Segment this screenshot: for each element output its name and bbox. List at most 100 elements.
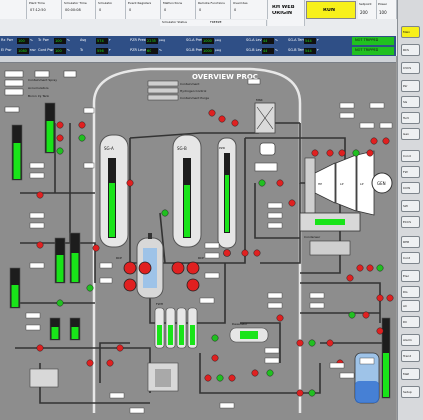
valve-icon-30[interactable]	[362, 311, 370, 319]
valve-icon-32[interactable]	[241, 249, 249, 257]
valve-icon-10[interactable]	[106, 359, 114, 367]
valve-icon-27[interactable]	[376, 294, 384, 302]
param-value-box: 2235	[146, 38, 158, 44]
valve-icon-9[interactable]	[86, 359, 94, 367]
valve-icon-6[interactable]	[36, 241, 44, 249]
nav-button-dc[interactable]: DC	[401, 316, 420, 328]
param-value-box: 544	[304, 38, 316, 44]
valve-icon-8[interactable]	[36, 344, 44, 352]
nav-button-gen[interactable]: Gen	[401, 128, 420, 140]
valve-icon-16[interactable]	[311, 149, 319, 157]
nav-button-pzr[interactable]: Pzr	[401, 80, 420, 92]
status-line	[0, 56, 396, 63]
valve-icon-34[interactable]	[211, 334, 219, 342]
rcp-b-icon[interactable]	[138, 261, 152, 275]
valve-icon-43[interactable]	[308, 339, 316, 347]
valve-icon-51[interactable]	[86, 284, 94, 292]
header-col-value: 00:00:08	[65, 8, 81, 12]
nav-button-turb[interactable]: Turb	[401, 112, 420, 124]
param-value-box: 100	[17, 38, 29, 44]
valve-icon-12[interactable]	[218, 115, 226, 123]
nav-button-trend[interactable]: Trend	[401, 350, 420, 362]
valve-icon-14[interactable]	[276, 179, 284, 187]
valve-icon-40[interactable]	[266, 369, 274, 377]
nav-button-sw[interactable]: SW	[401, 200, 420, 212]
valve-icon-7[interactable]	[56, 299, 64, 307]
rcp-e-icon[interactable]	[123, 278, 137, 292]
valve-icon-23[interactable]	[356, 264, 364, 272]
valve-icon-49[interactable]	[231, 119, 239, 127]
nav-button-cont[interactable]: Cont	[401, 252, 420, 264]
valve-icon-44[interactable]	[326, 339, 334, 347]
center-cell: Setpoint 200	[358, 0, 377, 19]
nav-button-alarm[interactable]: Alarm	[401, 334, 420, 346]
valve-icon-37[interactable]	[216, 374, 224, 382]
param-value-box: 556	[96, 48, 108, 54]
nav-button-label: Elec	[403, 274, 410, 278]
valve-icon-31[interactable]	[376, 327, 384, 335]
valve-icon-48[interactable]	[126, 179, 134, 187]
valve-icon-18[interactable]	[338, 149, 346, 157]
nav-button-malf[interactable]: Malf	[401, 368, 420, 380]
valve-icon-20[interactable]	[366, 149, 374, 157]
valve-icon-2[interactable]	[56, 147, 64, 155]
valve-icon-22[interactable]	[382, 137, 390, 145]
nav-button-fw[interactable]: FW	[401, 166, 420, 178]
nav-button-dg[interactable]: DG	[401, 286, 420, 298]
nav-button-ac[interactable]: AC	[401, 300, 420, 312]
nav-button-eccs[interactable]: ECCS	[401, 216, 420, 228]
rcp-a-icon[interactable]	[123, 261, 137, 275]
param-value-box: 544	[304, 48, 316, 54]
nav-button-main[interactable]: Main	[401, 26, 420, 38]
valve-icon-15[interactable]	[288, 199, 296, 207]
valve-icon-13[interactable]	[258, 179, 266, 187]
valve-icon-24[interactable]	[366, 264, 374, 272]
valve-icon-0[interactable]	[56, 121, 64, 129]
valve-icon-38[interactable]	[228, 374, 236, 382]
valve-icon-29[interactable]	[348, 311, 356, 319]
tag-box-18	[267, 302, 283, 309]
valve-icon-53[interactable]	[161, 209, 169, 217]
valve-icon-1[interactable]	[56, 134, 64, 142]
rcp-d-icon[interactable]	[186, 261, 200, 275]
nav-button-rhr[interactable]: RHR	[401, 236, 420, 248]
run-status[interactable]: RUN	[306, 1, 356, 19]
valve-icon-36[interactable]	[204, 374, 212, 382]
valve-icon-50[interactable]	[92, 244, 100, 252]
valve-icon-39[interactable]	[251, 369, 259, 377]
valve-icon-41[interactable]	[276, 314, 284, 322]
valve-icon-19[interactable]	[352, 149, 360, 157]
rcp-f-icon[interactable]	[186, 278, 200, 292]
nav-button-elec[interactable]: Elec	[401, 270, 420, 282]
rcp-c-icon[interactable]	[171, 261, 185, 275]
valve-icon-25[interactable]	[376, 264, 384, 272]
nav-button-sg[interactable]: SG	[401, 96, 420, 108]
valve-icon-17[interactable]	[326, 149, 334, 157]
nav-button-label: Gen	[403, 132, 410, 136]
valve-icon-33[interactable]	[253, 249, 261, 257]
param-label: Cont Pwr	[38, 48, 54, 52]
valve-icon-35[interactable]	[211, 354, 219, 362]
tag-box-12	[204, 252, 220, 259]
tag-box-5	[25, 312, 41, 319]
valve-icon-26[interactable]	[346, 274, 354, 282]
tag-box-10	[99, 277, 113, 284]
valve-icon-4[interactable]	[78, 134, 86, 142]
valve-icon-47[interactable]	[308, 389, 316, 397]
valve-icon-52[interactable]	[116, 344, 124, 352]
valve-icon-42[interactable]	[296, 339, 304, 347]
nav-button-cvcs[interactable]: CVCS	[401, 62, 420, 74]
nav-button-rcs[interactable]: RCS	[401, 44, 420, 56]
valve-icon-5[interactable]	[36, 191, 44, 199]
valve-icon-3[interactable]	[78, 121, 86, 129]
valve-icon-11[interactable]	[208, 109, 216, 117]
nav-button-cond[interactable]: Cond	[401, 150, 420, 162]
valve-icon-46[interactable]	[296, 389, 304, 397]
nav-button-setup[interactable]: Setup	[401, 386, 420, 398]
valve-icon-21[interactable]	[370, 137, 378, 145]
nav-button-ccw[interactable]: CCW	[401, 182, 420, 194]
valve-icon-28[interactable]	[386, 294, 394, 302]
